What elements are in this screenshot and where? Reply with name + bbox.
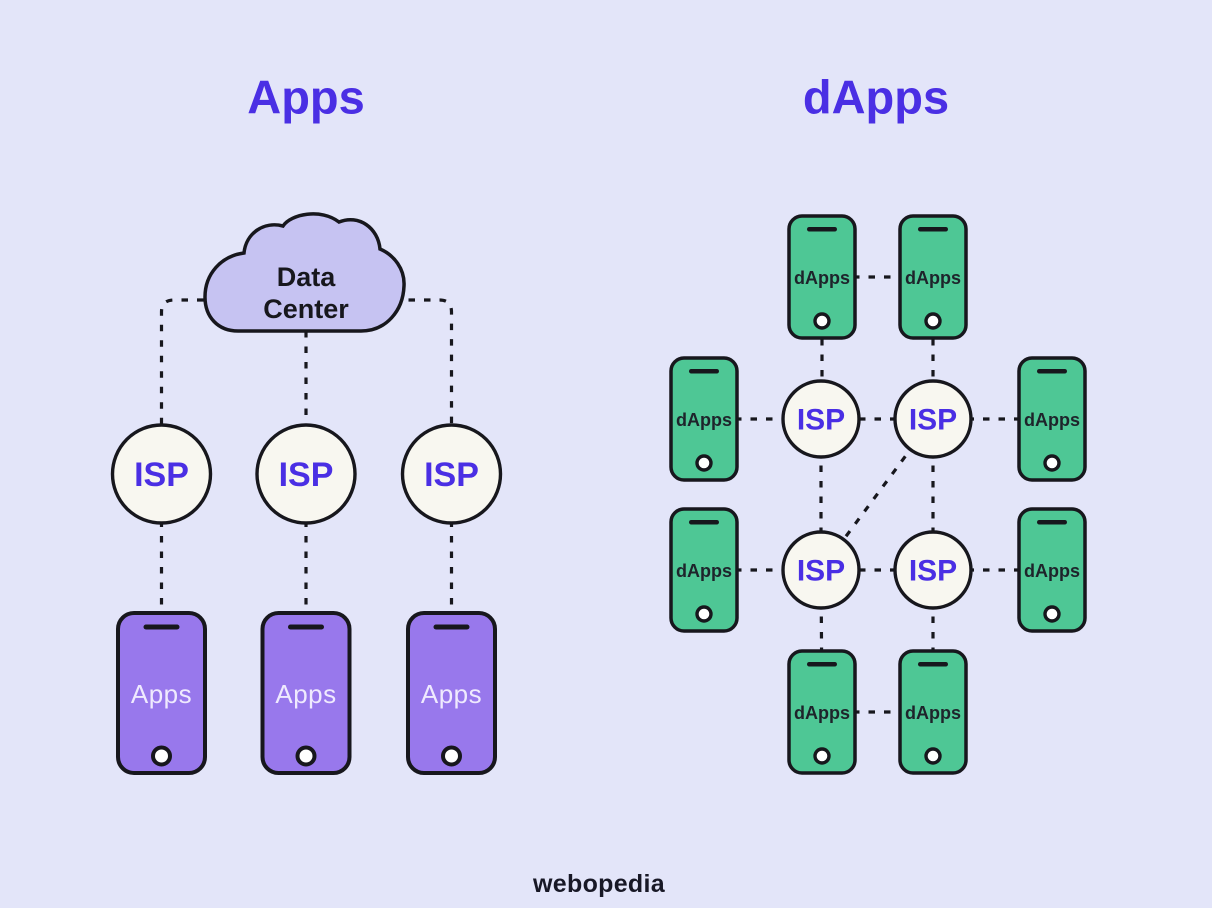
isp-circle <box>893 379 973 459</box>
phone-dapps-bottom-2: dApps <box>898 649 968 775</box>
phone-speaker <box>143 624 180 630</box>
phone-speaker <box>689 369 719 374</box>
phone-body <box>260 611 352 775</box>
phone-speaker <box>807 662 837 667</box>
phone-body <box>1017 356 1087 482</box>
phone-body <box>898 649 968 775</box>
phone-home-button <box>695 605 713 623</box>
phone-label: dApps <box>794 703 850 723</box>
phone-home-button <box>924 747 942 765</box>
phone-speaker <box>288 624 324 630</box>
phone-label: dApps <box>905 703 961 723</box>
phone-home-button <box>813 747 831 765</box>
phone-speaker <box>918 662 948 667</box>
phone-body <box>669 507 739 633</box>
isp-node-right-tl: ISP <box>781 379 861 459</box>
phone-apps-1: Apps <box>116 611 207 775</box>
isp-node-left-2: ISP <box>255 423 357 525</box>
phone-speaker <box>1037 520 1067 525</box>
left-panel-title: Apps <box>247 71 365 124</box>
phone-apps-3: Apps <box>406 611 497 775</box>
phone-home-button <box>924 312 942 330</box>
phone-speaker <box>689 520 719 525</box>
phone-home-button <box>813 312 831 330</box>
phone-body <box>898 214 968 340</box>
isp-label: ISP <box>797 404 845 437</box>
cloud-label-line2: Center <box>263 294 349 324</box>
phone-home-button <box>695 454 713 472</box>
webopedia-logo: webopedia <box>532 870 666 898</box>
phone-speaker <box>1037 369 1067 374</box>
isp-label: ISP <box>279 456 334 494</box>
cloud-label-line1: Data <box>277 262 337 292</box>
isp-node-right-tr: ISP <box>893 379 973 459</box>
phone-body <box>787 214 857 340</box>
cloud-shape <box>203 212 406 333</box>
phone-home-button <box>441 745 462 767</box>
isp-node-left-1: ISP <box>110 423 213 525</box>
phone-label: dApps <box>794 268 850 288</box>
data-center-cloud: Data Center <box>203 212 406 333</box>
phone-label: Apps <box>131 679 192 709</box>
phone-dapps-top-1: dApps <box>787 214 857 340</box>
isp-circle <box>255 423 357 525</box>
link-cloud-to-isp-3 <box>362 298 454 474</box>
isp-circle <box>781 379 861 459</box>
isp-label: ISP <box>909 555 957 588</box>
phone-label: Apps <box>421 679 482 709</box>
phone-body <box>406 611 497 775</box>
link-cloud-to-isp-1 <box>159 298 250 474</box>
phone-body <box>116 611 207 775</box>
isp-node-right-bl: ISP <box>781 530 861 610</box>
isp-circle <box>893 530 973 610</box>
phone-home-button <box>1043 454 1061 472</box>
phone-body <box>1017 507 1087 633</box>
phone-label: dApps <box>1024 561 1080 581</box>
isp-circle <box>400 423 503 525</box>
phone-label: dApps <box>676 561 732 581</box>
phone-dapps-left-1: dApps <box>669 356 739 482</box>
phone-dapps-bottom-1: dApps <box>787 649 857 775</box>
phone-label: dApps <box>676 410 732 430</box>
right-panel-connectors <box>704 275 1052 714</box>
isp-circle <box>781 530 861 610</box>
phone-body <box>787 649 857 775</box>
isp-node-right-br: ISP <box>893 530 973 610</box>
phone-label: Apps <box>275 679 336 709</box>
phone-dapps-top-2: dApps <box>898 214 968 340</box>
phone-label: dApps <box>1024 410 1080 430</box>
phone-dapps-left-2: dApps <box>669 507 739 633</box>
phone-speaker <box>918 227 948 232</box>
phone-body <box>669 356 739 482</box>
isp-label: ISP <box>909 404 957 437</box>
phone-speaker <box>807 227 837 232</box>
phone-label: dApps <box>905 268 961 288</box>
isp-label: ISP <box>797 555 845 588</box>
phone-home-button <box>151 745 172 767</box>
isp-label: ISP <box>134 456 189 494</box>
phone-dapps-right-1: dApps <box>1017 356 1087 482</box>
isp-circle <box>110 423 213 525</box>
phone-speaker <box>433 624 470 630</box>
phone-home-button <box>295 745 317 767</box>
right-panel-title: dApps <box>803 71 949 124</box>
isp-label: ISP <box>424 456 479 494</box>
phone-home-button <box>1043 605 1061 623</box>
phone-apps-2: Apps <box>260 611 352 775</box>
isp-node-left-3: ISP <box>400 423 503 525</box>
phone-dapps-right-2: dApps <box>1017 507 1087 633</box>
